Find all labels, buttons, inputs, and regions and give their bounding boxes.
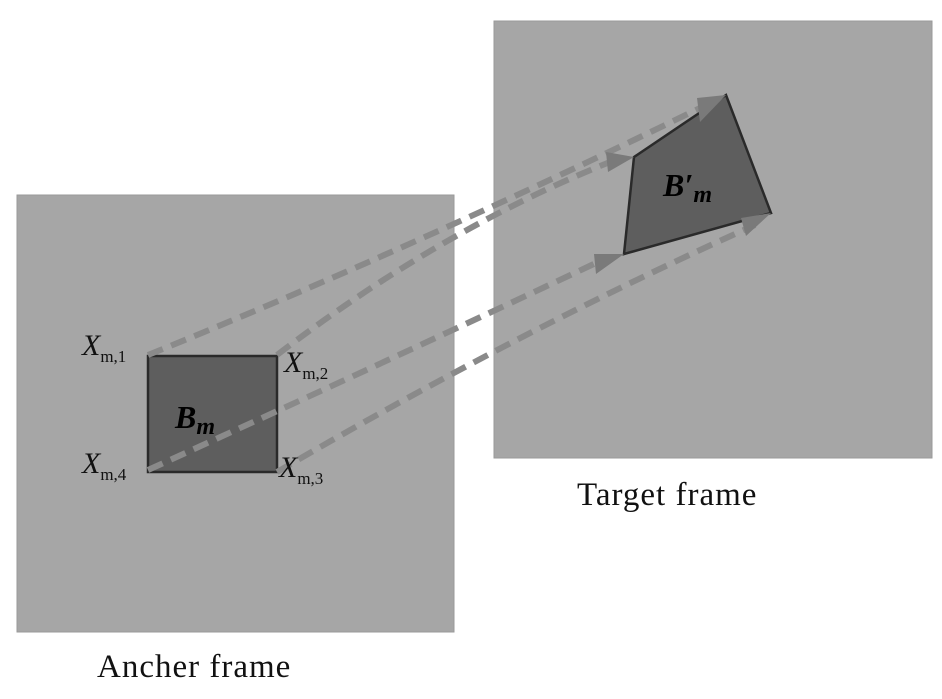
corner-label-2: Xm,2 xyxy=(283,346,328,383)
corner-label-4: Xm,4 xyxy=(81,447,127,484)
target-frame xyxy=(493,20,933,459)
arrow-path-1 xyxy=(146,105,702,358)
corner-4-sub: m,4 xyxy=(100,465,126,484)
corner-2-main: X xyxy=(283,346,304,379)
corner-2-sub: m,2 xyxy=(302,364,328,383)
arrowhead-3 xyxy=(741,213,771,236)
arrowhead-2 xyxy=(606,152,634,172)
target-frame-caption: Target frame xyxy=(577,477,757,513)
correspondence-arrows xyxy=(146,105,757,475)
target-block-main: B′ xyxy=(662,167,693,203)
arrow-path-3 xyxy=(275,222,757,475)
corner-label-3: Xm,3 xyxy=(278,451,323,488)
corner-3-main: X xyxy=(278,451,299,484)
corner-1-main: X xyxy=(81,329,102,362)
corner-1-sub: m,1 xyxy=(100,347,126,366)
arrow-path-2 xyxy=(275,159,612,358)
target-block-label: B′m xyxy=(662,167,712,208)
arrow-path-4 xyxy=(146,259,600,473)
source-block xyxy=(146,354,279,474)
arrowheads xyxy=(594,95,771,274)
corner-3-sub: m,3 xyxy=(297,469,323,488)
arrowhead-4 xyxy=(594,254,624,274)
corner-4-main: X xyxy=(81,447,102,480)
source-block-sub: m xyxy=(196,414,215,440)
source-block-label: Bm xyxy=(174,399,215,440)
corner-label-1: Xm,1 xyxy=(81,329,126,366)
target-block-sub: m xyxy=(693,182,712,208)
arrowhead-1 xyxy=(697,95,726,122)
source-block-main: B xyxy=(174,399,196,435)
anchor-frame-caption: Ancher frame xyxy=(97,649,291,685)
